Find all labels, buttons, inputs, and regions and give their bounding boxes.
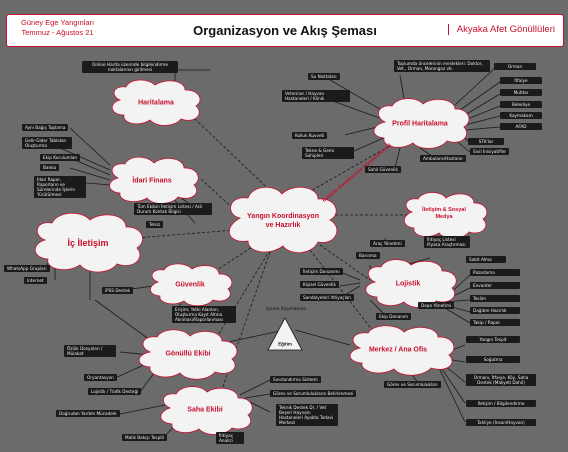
district-governor-note: İpsam Kaymakam <box>266 307 307 312</box>
logistics-label: Lojistik <box>395 280 421 288</box>
cloud-saha <box>160 386 253 435</box>
water-points-label: Su Noktaları <box>308 73 340 80</box>
inventory-label: Envanter <box>470 282 520 289</box>
boat-owners-label: Tekne & Gemi Sahipleri <box>302 147 354 159</box>
header-event-date: Temmuz - Ağustos 21 <box>21 28 94 37</box>
community-professions-label: Toplumda öncelerinin meslekleri: Doktor,… <box>394 60 490 72</box>
internet-label: Internet <box>24 277 47 284</box>
needs-analysis-label: İhtiyaç Analizi <box>216 432 244 444</box>
cloud-center <box>228 186 338 254</box>
vehicle-management-label: Araç Yönetimi <box>370 240 405 247</box>
ambulance-label: Ambulans/Hastane <box>420 155 466 162</box>
access-authorization-label: Erişim; Yetki Alanları, Oluşturma Kayıt … <box>172 306 236 323</box>
header-event: Güney Ege Yangınları Temmuz - Ağustos 21 <box>21 18 94 38</box>
page-title: Organizasyon ve Akış Şeması <box>193 23 377 38</box>
bank-label: Banka <box>40 164 60 171</box>
comm-equipment-label: İletişim Donanımı <box>300 268 343 275</box>
cloud-gonullu <box>138 329 238 380</box>
cloud-lojistik <box>365 259 457 308</box>
afad-label: AFAD <box>500 123 542 130</box>
training-triangle <box>267 317 303 351</box>
shelter-label: Barınma <box>356 252 380 259</box>
admin-reports-label: İdari Rapor, Raporların ve Sürelerinde İ… <box>34 176 86 198</box>
headman-label: Muhtar <box>500 89 542 96</box>
security-label: Güvenlik <box>175 281 205 289</box>
needs-list-label: İhtiyaç Listesi Piyasa Araştırması <box>424 236 470 248</box>
police-label: Kolluk Kuvveti <box>292 132 328 139</box>
team-equipment-label: Ekip Donanım <box>376 313 412 320</box>
whatsapp-groups-label: WhatsApp Grupları <box>4 265 50 272</box>
coast-guard-label: Sahil Güvenlik <box>365 166 401 173</box>
governor-label: Kaymakam <box>500 112 542 119</box>
delivery-label: Teslim <box>470 295 520 302</box>
cloud-guvenlik <box>149 263 233 307</box>
cooling-label: Soğutma <box>466 356 520 363</box>
radio-label: Telsiz <box>146 221 164 228</box>
fire-dept-label: İtfaiye <box>500 77 542 84</box>
distribution-prep-label: Dağıtım Hazırlık <box>470 307 520 314</box>
cloud-haritalama <box>111 79 201 126</box>
ngo-label: STK'lar <box>468 138 504 145</box>
header-event-title: Güney Ege Yangınları <box>21 18 95 27</box>
purchase-label: Sabit Alma <box>466 256 506 263</box>
duties-responsibilities-label: Görev ve Sorumlulukları <box>384 381 441 388</box>
warehouse-label: Depo Yönetimi <box>418 302 455 309</box>
admin-finance-label: İdari Finans <box>132 177 172 185</box>
evacuation-label: Tahliye (İnsan/Hayvan) <box>466 419 536 426</box>
mapping-label: Haritalama <box>138 99 174 107</box>
personnel-files-label: Özlük Dosyaları / Mülakat <box>64 345 116 357</box>
ipss-support-label: iPSS Destek <box>102 287 133 294</box>
limitation-system-label: Sınırlandırma Sistemi <box>270 376 321 383</box>
tracking-report-label: Takip / Rapor <box>470 319 520 326</box>
marketing-label: Pazarlama <box>470 269 520 276</box>
info-broadcast-label: İletişim / Bilgilendirme <box>466 400 536 407</box>
internal-communication-label: İç İletişim <box>67 238 109 248</box>
forestry-label: Orman <box>494 63 536 70</box>
contact-list-label: Tüm Ekibin İletişim Listesi / Acil Durum… <box>134 203 212 215</box>
technical-support-label: Teknik Destek Dr. / Vet Beşeri Hayvanı H… <box>276 404 338 426</box>
property-assessment-label: Malik Bakışı Tespiti <box>122 434 168 441</box>
cloud-ic-iletisim <box>34 212 143 273</box>
center-coordination-label: Yangın Koordinasyon ve Hazırlık <box>247 213 319 229</box>
orientation-label: Oryantasyon <box>84 374 117 381</box>
cloud-profil <box>373 98 470 149</box>
cloud-iletisim <box>403 192 488 239</box>
online-map-label: Online Harita üzerinde bilgilendirme nok… <box>82 61 178 73</box>
profile-mapping-label: Profil Haritalama <box>392 120 448 128</box>
veterinary-label: Veteriner / Hayvan Hastaneleri / Klinik <box>282 90 350 102</box>
income-expense-label: Gelir-Gider Tabloları Oluşturma <box>22 137 72 149</box>
volunteer-team-label: Gönüllü Ekibi <box>165 350 211 358</box>
headquarters-label: Merkez / Ana Ofis <box>368 346 428 354</box>
communication-social-label: İletişim & Sosyal Medya <box>422 207 466 220</box>
training-label: Eğitim <box>278 341 292 347</box>
cloud-merkez <box>349 325 455 376</box>
fire-detection-label: Yangın Tespit <box>466 336 520 343</box>
field-support-label: Ormanı, İtfaiye, Köy, Saha Destek (Maliy… <box>466 374 536 386</box>
personal-safety-label: Kişisel Güvenlik <box>300 281 339 288</box>
civil-initiatives-label: Sivil İnisiyatifler <box>470 148 510 155</box>
direct-aid-label: Doğrudan Yardım Mücadele <box>56 410 120 417</box>
donation-collection-label: Ayni Bağış Toplama <box>22 124 69 131</box>
duties-definition-label: Görev ve Sorumlulukların Belirlenmesi <box>270 390 357 397</box>
chairs-needs-label: Sandalyeler/ Ihtiyaçları <box>300 294 355 301</box>
traffic-support-label: Lojistik / Trafik Desteği <box>88 388 142 395</box>
organization-name: Akyaka Afet Gönüllüleri <box>447 24 555 35</box>
cloud-idari <box>109 156 199 204</box>
municipality-label: Belediye <box>500 101 542 108</box>
header-bar: Güney Ege Yangınları Temmuz - Ağustos 21… <box>6 14 564 47</box>
team-setup-label: Ekip Kurulumları <box>40 154 81 161</box>
field-team-label: Saha Ekibi <box>187 406 223 414</box>
